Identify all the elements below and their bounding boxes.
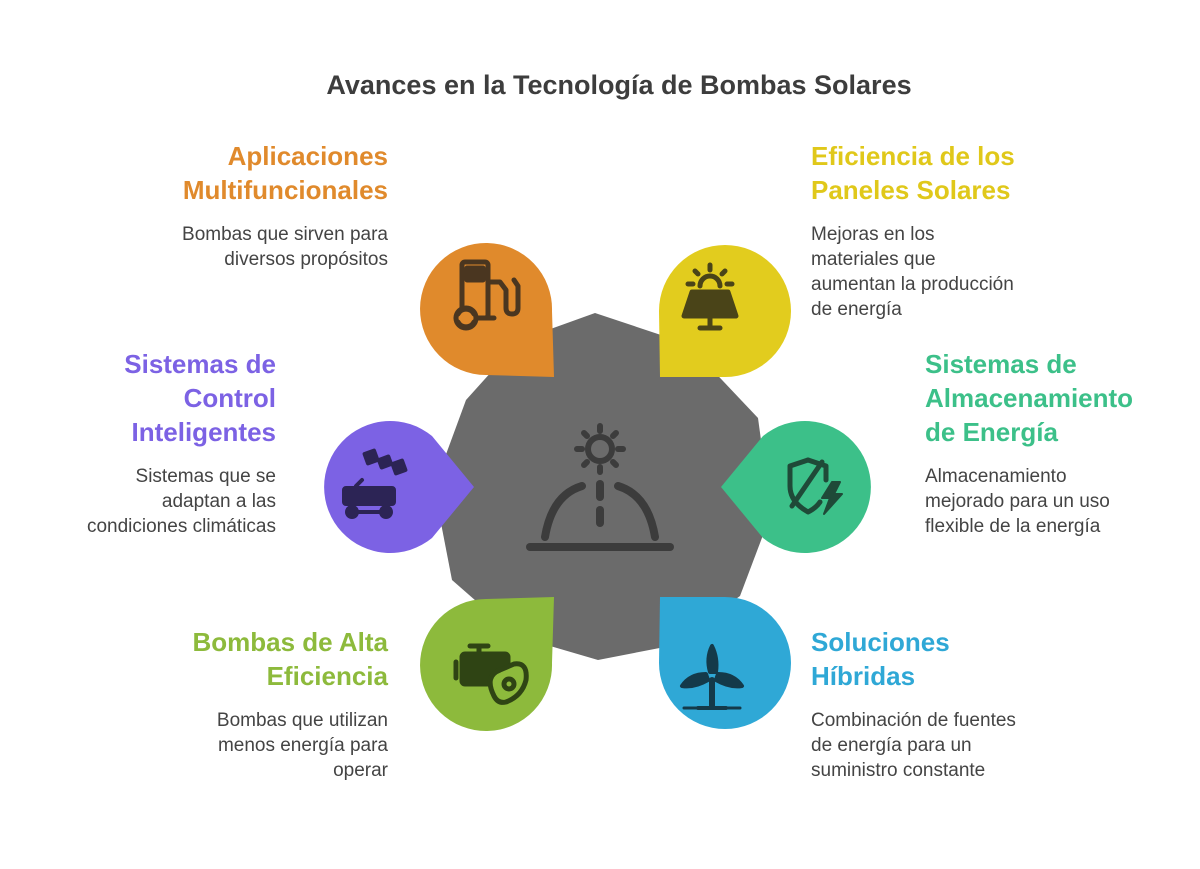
block-eficiencia-paneles: Eficiencia de los Paneles Solares Mejora…: [811, 139, 1131, 322]
description-line: Bombas que utilizan: [216, 710, 388, 731]
block-control: Sistemas de Control Inteligentes Sistema…: [40, 347, 276, 539]
description-alta-eficiencia: Bombas que utilizan menos energía para o…: [100, 708, 388, 783]
block-aplicaciones: Aplicaciones Multifuncionales Bombas que…: [70, 139, 388, 272]
block-hibridas: Soluciones Híbridas Combinación de fuent…: [811, 625, 1131, 783]
block-alta-eficiencia: Bombas de Alta Eficiencia Bombas que uti…: [100, 625, 388, 783]
description-line: menos energía para: [217, 735, 388, 756]
description-line: Almacenamiento: [925, 466, 1067, 487]
heading-line: Sistemas de: [925, 349, 1077, 379]
heading-line: Inteligentes: [131, 417, 276, 447]
heading-aplicaciones: Aplicaciones Multifuncionales: [70, 139, 388, 207]
heading-eficiencia-paneles: Eficiencia de los Paneles Solares: [811, 139, 1131, 207]
heading-line: Eficiencia: [266, 661, 388, 691]
description-line: flexible de la energía: [925, 516, 1101, 537]
heading-line: Aplicaciones: [227, 141, 388, 171]
heading-almacenamiento: Sistemas de Almacenamiento de Energía: [925, 347, 1190, 449]
description-line: Mejoras en los: [811, 224, 935, 245]
solar-panel-icon: [681, 262, 739, 331]
heading-line: Eficiencia de los: [811, 141, 1015, 171]
description-line: Combinación de fuentes: [811, 710, 1016, 731]
description-almacenamiento: Almacenamiento mejorado para un uso flex…: [925, 464, 1190, 539]
description-line: condiciones climáticas: [86, 516, 276, 537]
heading-line: Paneles Solares: [811, 175, 1011, 205]
satellite-rover-icon: [342, 448, 408, 519]
teardrop-almacenamiento: [721, 420, 871, 553]
shield-bolt-icon: [787, 457, 843, 515]
description-line: adaptan a las: [161, 491, 276, 512]
description-line: operar: [333, 760, 388, 781]
description-control: Sistemas que se adaptan a las condicione…: [40, 464, 276, 539]
description-line: de energía para un: [811, 735, 972, 756]
teardrop-control: [324, 420, 474, 553]
description-line: de energía: [811, 299, 902, 320]
description-line: diversos propósitos: [224, 249, 388, 270]
heading-control: Sistemas de Control Inteligentes: [40, 347, 276, 449]
description-aplicaciones: Bombas que sirven para diversos propósit…: [70, 222, 388, 272]
heading-line: de Energía: [925, 417, 1058, 447]
heading-line: Bombas de Alta: [192, 627, 388, 657]
diagram-title: Avances en la Tecnología de Bombas Solar…: [326, 70, 912, 100]
description-line: Sistemas que se: [135, 466, 276, 487]
description-line: aumentan la producción: [811, 274, 1014, 295]
heading-alta-eficiencia: Bombas de Alta Eficiencia: [100, 625, 388, 693]
wind-turbine-icon: [680, 644, 744, 710]
heading-hibridas: Soluciones Híbridas: [811, 625, 1131, 693]
block-almacenamiento: Sistemas de Almacenamiento de Energía Al…: [925, 347, 1190, 539]
description-hibridas: Combinación de fuentes de energía para u…: [811, 708, 1131, 783]
heading-line: Multifuncionales: [182, 175, 388, 205]
heading-line: Almacenamiento: [925, 383, 1134, 413]
teardrop-hibridas: [659, 597, 791, 729]
description-eficiencia-paneles: Mejoras en los materiales que aumentan l…: [811, 222, 1131, 322]
heading-line: Control: [183, 383, 276, 413]
description-line: mejorado para un uso: [925, 491, 1110, 512]
description-line: suministro constante: [811, 760, 986, 781]
heading-line: Sistemas de: [124, 349, 276, 379]
description-line: materiales que: [811, 249, 936, 270]
description-line: Bombas que sirven para: [182, 224, 388, 245]
fuel-pump-icon: [453, 259, 521, 331]
heading-line: Híbridas: [811, 661, 916, 691]
solar-pump-dome-icon: [526, 423, 674, 551]
heading-line: Soluciones: [811, 627, 950, 657]
engine-icon: [453, 643, 529, 705]
